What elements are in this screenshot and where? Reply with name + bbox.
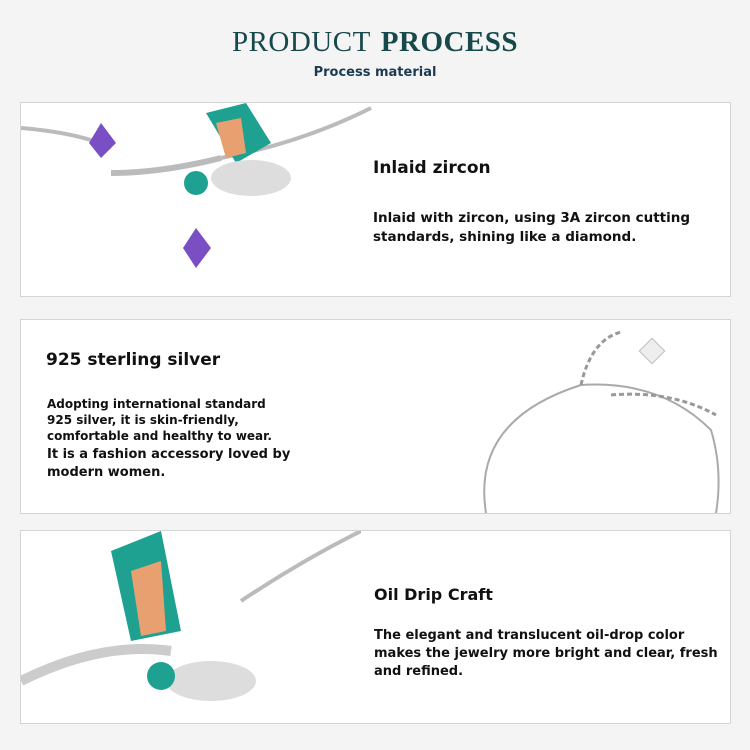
section-body: The elegant and translucent oil-drop col…: [374, 628, 718, 679]
page-title: PRODUCT PROCESS: [0, 26, 750, 59]
silver-bracelet-image: [483, 330, 720, 513]
page-subtitle: Process material: [313, 65, 437, 80]
section-heading: Oil Drip Craft: [374, 585, 493, 604]
hummingbird-enamel-image: [21, 531, 361, 701]
section-body-2: It is a fashion accessory loved by moder…: [47, 447, 291, 480]
hummingbird-necklace-image: [21, 103, 372, 268]
section-heading: Inlaid zircon: [373, 158, 491, 178]
title-light: PRODUCT: [231, 26, 371, 58]
section-sterling-silver: 925 sterling silver Adopting internation…: [20, 319, 731, 514]
section-heading: 925 sterling silver: [46, 350, 221, 370]
section-body: Inlaid with zircon, using 3A zircon cutt…: [373, 210, 691, 245]
section-body: Adopting international standard 925 silv…: [47, 397, 272, 443]
section-inlaid-zircon: Inlaid zircon Inlaid with zircon, using …: [20, 102, 731, 297]
title-bold: PROCESS: [380, 26, 519, 58]
section-oil-drip-craft: Oil Drip Craft The elegant and transluce…: [20, 530, 731, 724]
